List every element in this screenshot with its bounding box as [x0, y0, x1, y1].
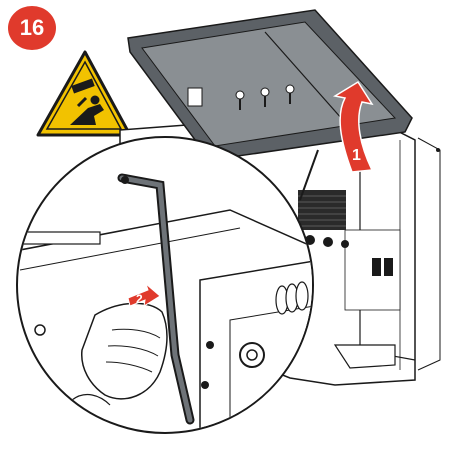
falling-object-warning-icon [36, 50, 132, 137]
lift-lid-arrow: 1 [332, 80, 374, 173]
step-number-badge: 16 [8, 6, 56, 50]
hold-strap-arrow: 2 [127, 282, 161, 308]
callout-label-2: 2 [136, 292, 143, 306]
callout-label-1: 1 [352, 147, 361, 164]
